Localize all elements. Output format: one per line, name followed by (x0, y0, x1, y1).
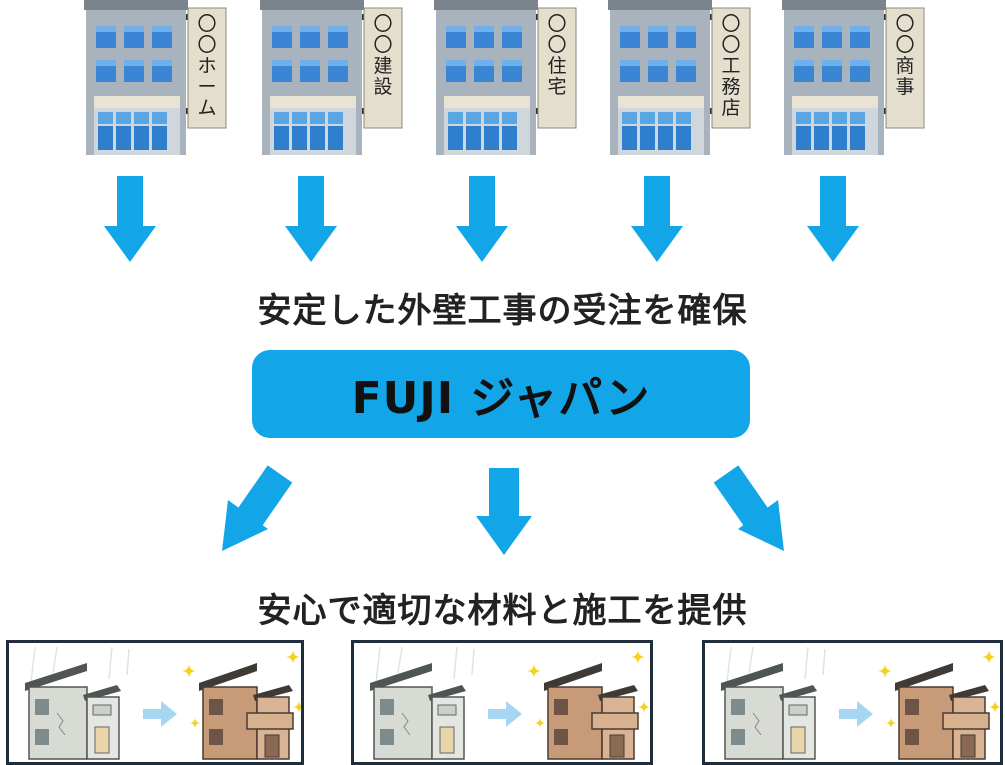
sign-character: 〇 (895, 34, 915, 56)
new-house-illustration (544, 663, 639, 760)
old-house-illustration (721, 663, 817, 760)
sign-character: 宅 (547, 76, 567, 98)
sparkle-icon (526, 663, 542, 679)
sign-character: 〇 (721, 34, 741, 56)
sparkle-icon (181, 663, 197, 679)
sign-character: 〇 (547, 13, 567, 35)
sign-character: 事 (895, 76, 915, 98)
sparkle-icon (981, 649, 997, 665)
arrow-down-icon (476, 468, 532, 555)
sign-character: 店 (721, 97, 741, 119)
building-sign: 〇〇商事 (891, 14, 919, 98)
company-building: 〇〇住宅 (432, 0, 592, 155)
arrow-down-icon (807, 176, 859, 262)
before-after-panel (6, 640, 304, 765)
sign-character: 務 (721, 76, 741, 98)
company-building: 〇〇商事 (780, 0, 940, 155)
before-after-panel (351, 640, 653, 765)
sparkle-icon (988, 700, 1000, 714)
sparkle-icon (292, 700, 301, 714)
arrow-down-icon (631, 176, 683, 262)
sign-character: 〇 (721, 13, 741, 35)
sign-character: 設 (373, 76, 393, 98)
sign-character: 建 (373, 55, 393, 77)
bottom-arrows (222, 465, 784, 555)
heading-bottom: 安心で適切な材料と施工を提供 (257, 591, 748, 631)
building-sign: 〇〇建設 (369, 14, 397, 98)
company-building: 〇〇建設 (258, 0, 418, 155)
sign-character: 工 (721, 55, 741, 77)
new-house-illustration (199, 663, 294, 760)
sign-character: 〇 (373, 13, 393, 35)
arrow-right-icon (839, 701, 873, 727)
sign-character: 〇 (547, 34, 567, 56)
arrow-right-icon (488, 701, 522, 727)
sign-character: 〇 (197, 13, 217, 35)
arrow-down-icon (285, 176, 337, 262)
company-building: 〇〇ホーム (82, 0, 242, 155)
new-house-illustration (895, 663, 990, 760)
building-sign: 〇〇住宅 (543, 14, 571, 98)
arrow-down-right-icon (713, 465, 784, 551)
sign-character: 〇 (373, 34, 393, 56)
arrow-down-icon (104, 176, 156, 262)
sign-character: 住 (547, 55, 567, 77)
sparkle-icon (285, 649, 301, 665)
sparkle-icon (877, 663, 893, 679)
sign-character: 〇 (197, 34, 217, 56)
company-name: FUJI ジャパン (351, 373, 651, 424)
old-house-illustration (370, 663, 466, 760)
before-after-panel (702, 640, 1003, 765)
company-building: 〇〇工務店 (606, 0, 766, 155)
arrow-down-left-icon (222, 465, 293, 551)
old-house-illustration (25, 663, 121, 760)
sign-character: ホ (197, 55, 217, 77)
building-sign: 〇〇工務店 (717, 14, 745, 119)
sign-character: ム (197, 97, 217, 119)
sign-character: ー (197, 76, 217, 98)
sparkle-icon (885, 717, 897, 729)
sparkle-icon (189, 717, 201, 729)
arrow-right-icon (143, 701, 177, 727)
arrow-down-icon (456, 176, 508, 262)
sparkle-icon (630, 649, 646, 665)
company-banner: FUJI ジャパン (252, 350, 750, 438)
top-arrows (104, 176, 859, 262)
sparkle-icon (637, 700, 650, 714)
sign-character: 〇 (895, 13, 915, 35)
building-sign: 〇〇ホーム (193, 14, 221, 119)
sparkle-icon (534, 717, 546, 729)
heading-top: 安定した外壁工事の受注を確保 (257, 291, 748, 331)
sign-character: 商 (895, 55, 915, 77)
